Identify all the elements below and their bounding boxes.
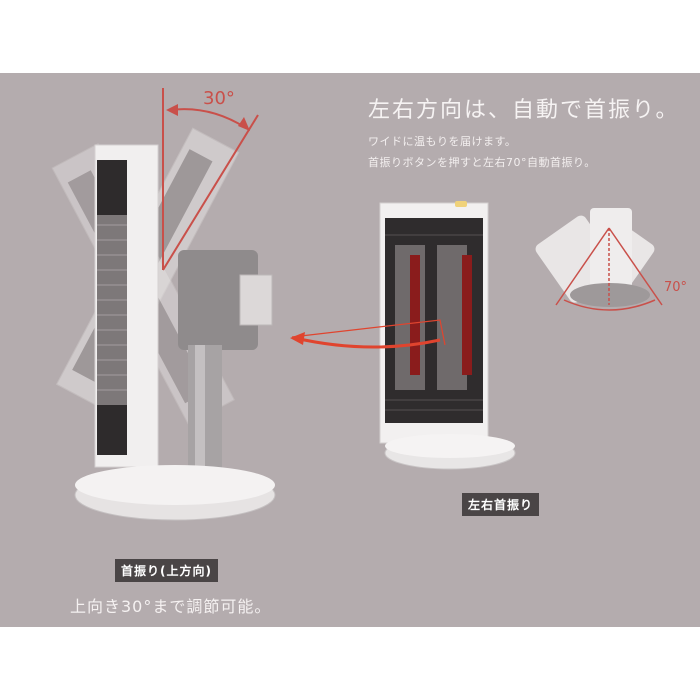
top-view-diagram — [535, 208, 663, 311]
vertical-tilt-tag: 首振り(上方向) — [115, 559, 218, 582]
horizontal-swing-tag: 左右首振り — [462, 493, 540, 516]
product-illustrations — [51, 88, 663, 521]
headline: 左右方向は、自動で首振り。 — [368, 98, 680, 123]
swing-angle-label: 70° — [664, 280, 688, 295]
vertical-tilt-caption: 上向き30°まで調節可能。 — [70, 597, 272, 616]
tilt-angle-label: 30° — [203, 88, 235, 109]
front-heater — [379, 201, 516, 470]
horizontal-swing-arrow — [290, 319, 446, 349]
subtext-line-1: ワイドに温もりを届けます。 — [368, 135, 517, 148]
subtext-line-2: 首振りボタンを押すと左右70°自動首振り。 — [368, 156, 596, 169]
vertical-heater-side-view — [74, 144, 276, 521]
tilt-angle-indicator — [162, 88, 259, 271]
product-feature-panel — [0, 73, 700, 627]
